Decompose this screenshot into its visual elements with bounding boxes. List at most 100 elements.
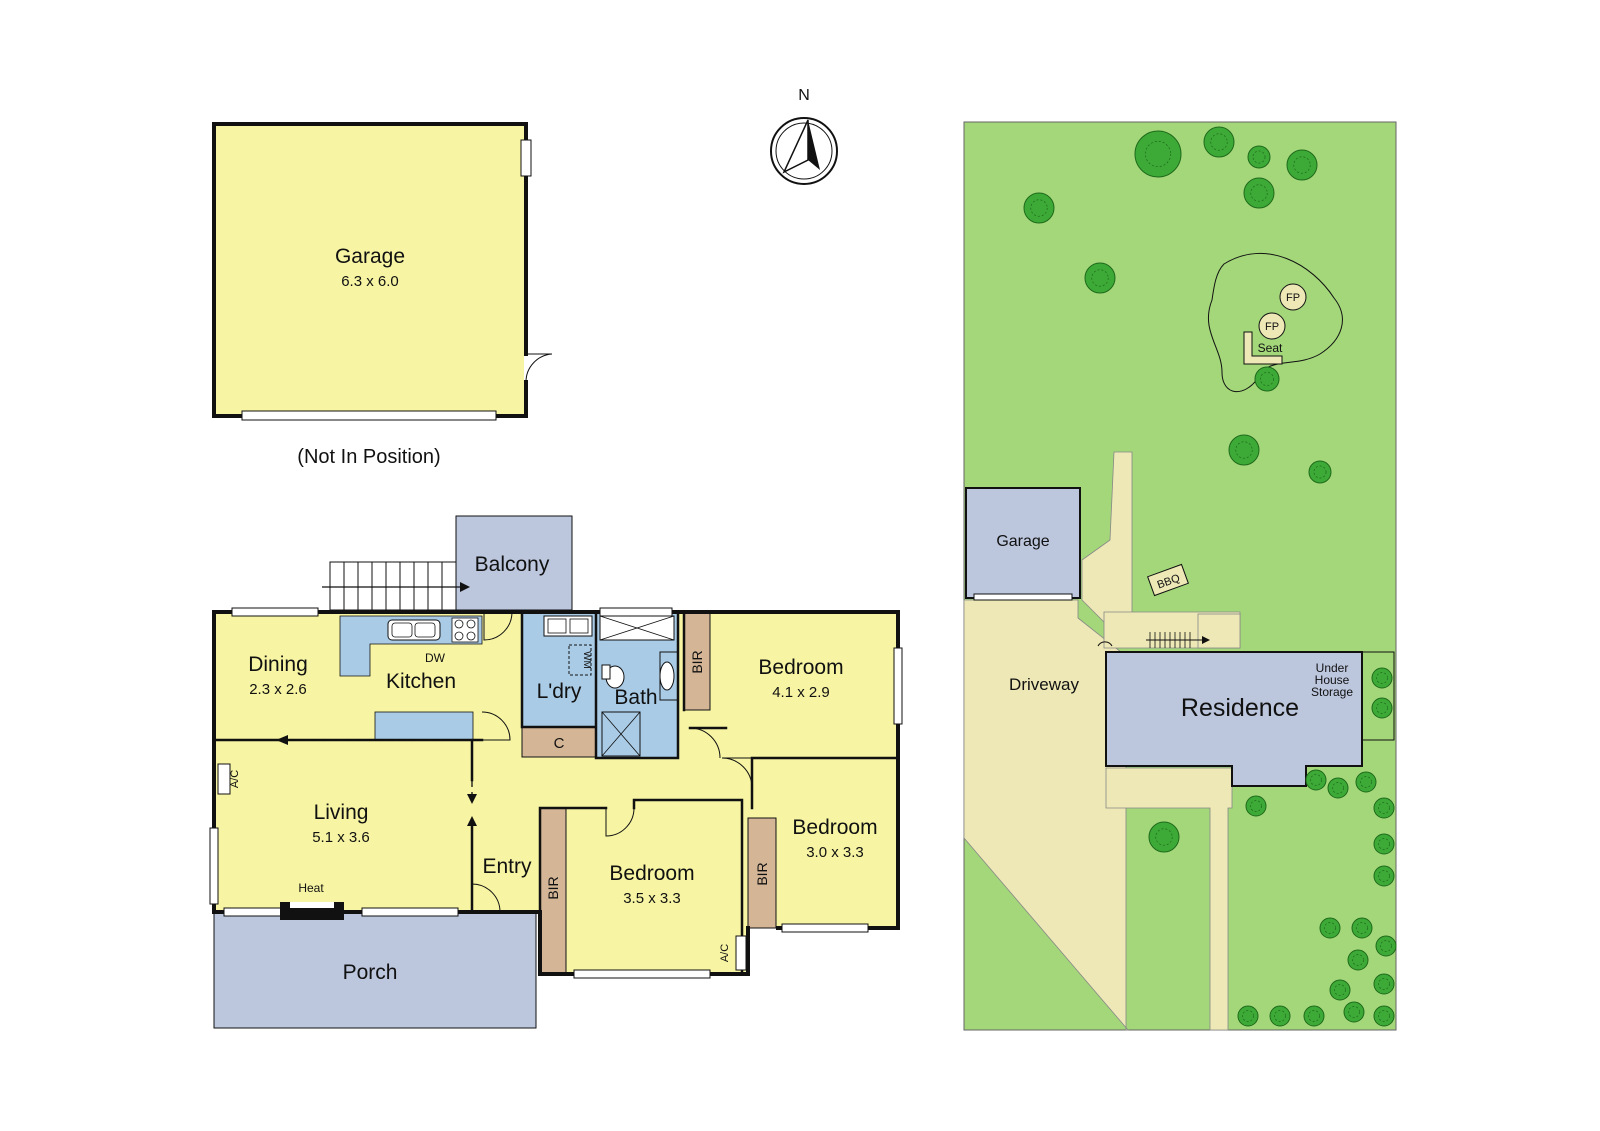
tree-icon [1305,769,1327,791]
tree-icon [1254,366,1280,392]
compass-label: N [798,87,810,104]
tree-icon [1329,979,1351,1001]
driveway-area [963,599,1129,1031]
bath-name: Bath [614,686,657,709]
garage-plan-name: Garage [335,245,405,268]
fire-pit-1-label: FP [1286,292,1300,304]
tree-icon [1373,797,1395,819]
bedroom3-bir-label: BIR [754,862,770,885]
kitchen-bench [339,615,483,677]
house-floor [214,612,898,974]
site-plan: Driveway Garage Residence Under House St… [963,121,1397,1031]
site-residence [1105,651,1363,787]
bedroom2-ac-label: A/C [719,944,731,962]
living-ac-label: A/C [229,770,241,788]
tree-icon [1023,192,1055,224]
site-garage [965,487,1081,599]
fire-pit-2 [1258,312,1286,340]
balcony-name: Balcony [475,553,550,576]
bedroom3-name: Bedroom [792,816,877,839]
dining-dims: 2.3 x 2.6 [249,681,307,698]
tree-icon [1245,795,1267,817]
garage-window [520,139,532,177]
tree-icon [1373,833,1395,855]
bedroom2-name: Bedroom [609,862,694,885]
tree-icon [1247,145,1271,169]
tree-icon [1203,126,1235,158]
laundry-name: L'dry [537,680,582,703]
heater-label: Heat [298,881,324,895]
fire-pit-2-label: FP [1265,321,1279,333]
site-garage-label: Garage [996,533,1049,550]
kitchen-name: Kitchen [386,670,456,693]
storage-label-line3: Storage [1311,685,1353,699]
tree-icon [1319,917,1341,939]
porch-name: Porch [343,961,398,984]
tree-icon [1375,935,1397,957]
bedroom3-dims: 3.0 x 3.3 [806,844,864,861]
tree-icon [1373,865,1395,887]
fire-pit-1 [1279,283,1307,311]
bedroom3-robe [747,817,777,929]
bedroom1-robe [683,611,711,711]
tree-icon [1269,1005,1291,1027]
tree-icon [1371,667,1393,689]
laundry-trough-icon [543,615,593,637]
entry-name: Entry [482,855,532,878]
kitchen-island [374,711,474,741]
porch-area [213,911,537,1029]
washing-machine-space [568,644,592,676]
bedroom2-bir-label: BIR [545,876,561,899]
garden-path [1081,451,1133,633]
tree-icon [1148,821,1180,853]
tree-icon [1303,1005,1325,1027]
storage-label-line2: House [1315,673,1350,687]
bedroom1-bir-label: BIR [689,650,705,673]
garage-floor [214,124,524,416]
house-windows [209,607,903,979]
garage-plan-dims: 6.3 x 6.0 [341,273,399,290]
cooktop-icon [451,617,479,643]
tree-icon [1371,697,1393,719]
seat-label: Seat [1258,341,1283,355]
site-steps [1146,632,1210,648]
living-ac-unit [217,763,231,795]
tree-icon [1228,434,1260,466]
residence-label: Residence [1181,694,1299,722]
vanity-basin-icon [659,661,675,691]
storage-label-line1: Under [1316,661,1349,675]
bedroom1-name: Bedroom [758,656,843,679]
bedroom2-ac-unit [735,935,747,971]
north-compass: N [770,87,838,185]
living-dims: 5.1 x 3.6 [312,829,370,846]
tree-icon [1237,1005,1259,1027]
seat-icon [1243,331,1283,365]
tree-icon [1373,1005,1395,1027]
balcony-stairs [322,561,470,611]
washing-machine-label: WM [581,651,592,669]
bbq-icon: BBQ [1147,563,1189,597]
dining-name: Dining [248,653,308,676]
cupboard-label: C [554,735,565,752]
tree-icon [1347,949,1369,971]
bedroom1-dims: 4.1 x 2.9 [772,684,830,701]
tree-icon [1308,460,1332,484]
tree-icon [1134,130,1182,178]
living-name: Living [314,801,369,824]
house-doors [471,611,753,913]
garage-floor-plan: Garage 6.3 x 6.0 (Not In Position) [212,122,553,468]
house-floor-plan: Balcony Porch DW [209,515,903,1029]
dishwasher-label: DW [425,651,446,665]
tree-icon [1355,771,1377,793]
garage-position-note: (Not In Position) [297,446,440,468]
tree-icon [1084,262,1116,294]
tree-icon [1243,177,1275,209]
compass-needle-right [808,120,820,170]
garage-roller-door [241,410,497,421]
garage-side-door [525,353,553,383]
tree-icon [1351,917,1373,939]
tree-icon [1373,973,1395,995]
bedroom2-dims: 3.5 x 3.3 [623,890,681,907]
tree-icon [1286,149,1318,181]
